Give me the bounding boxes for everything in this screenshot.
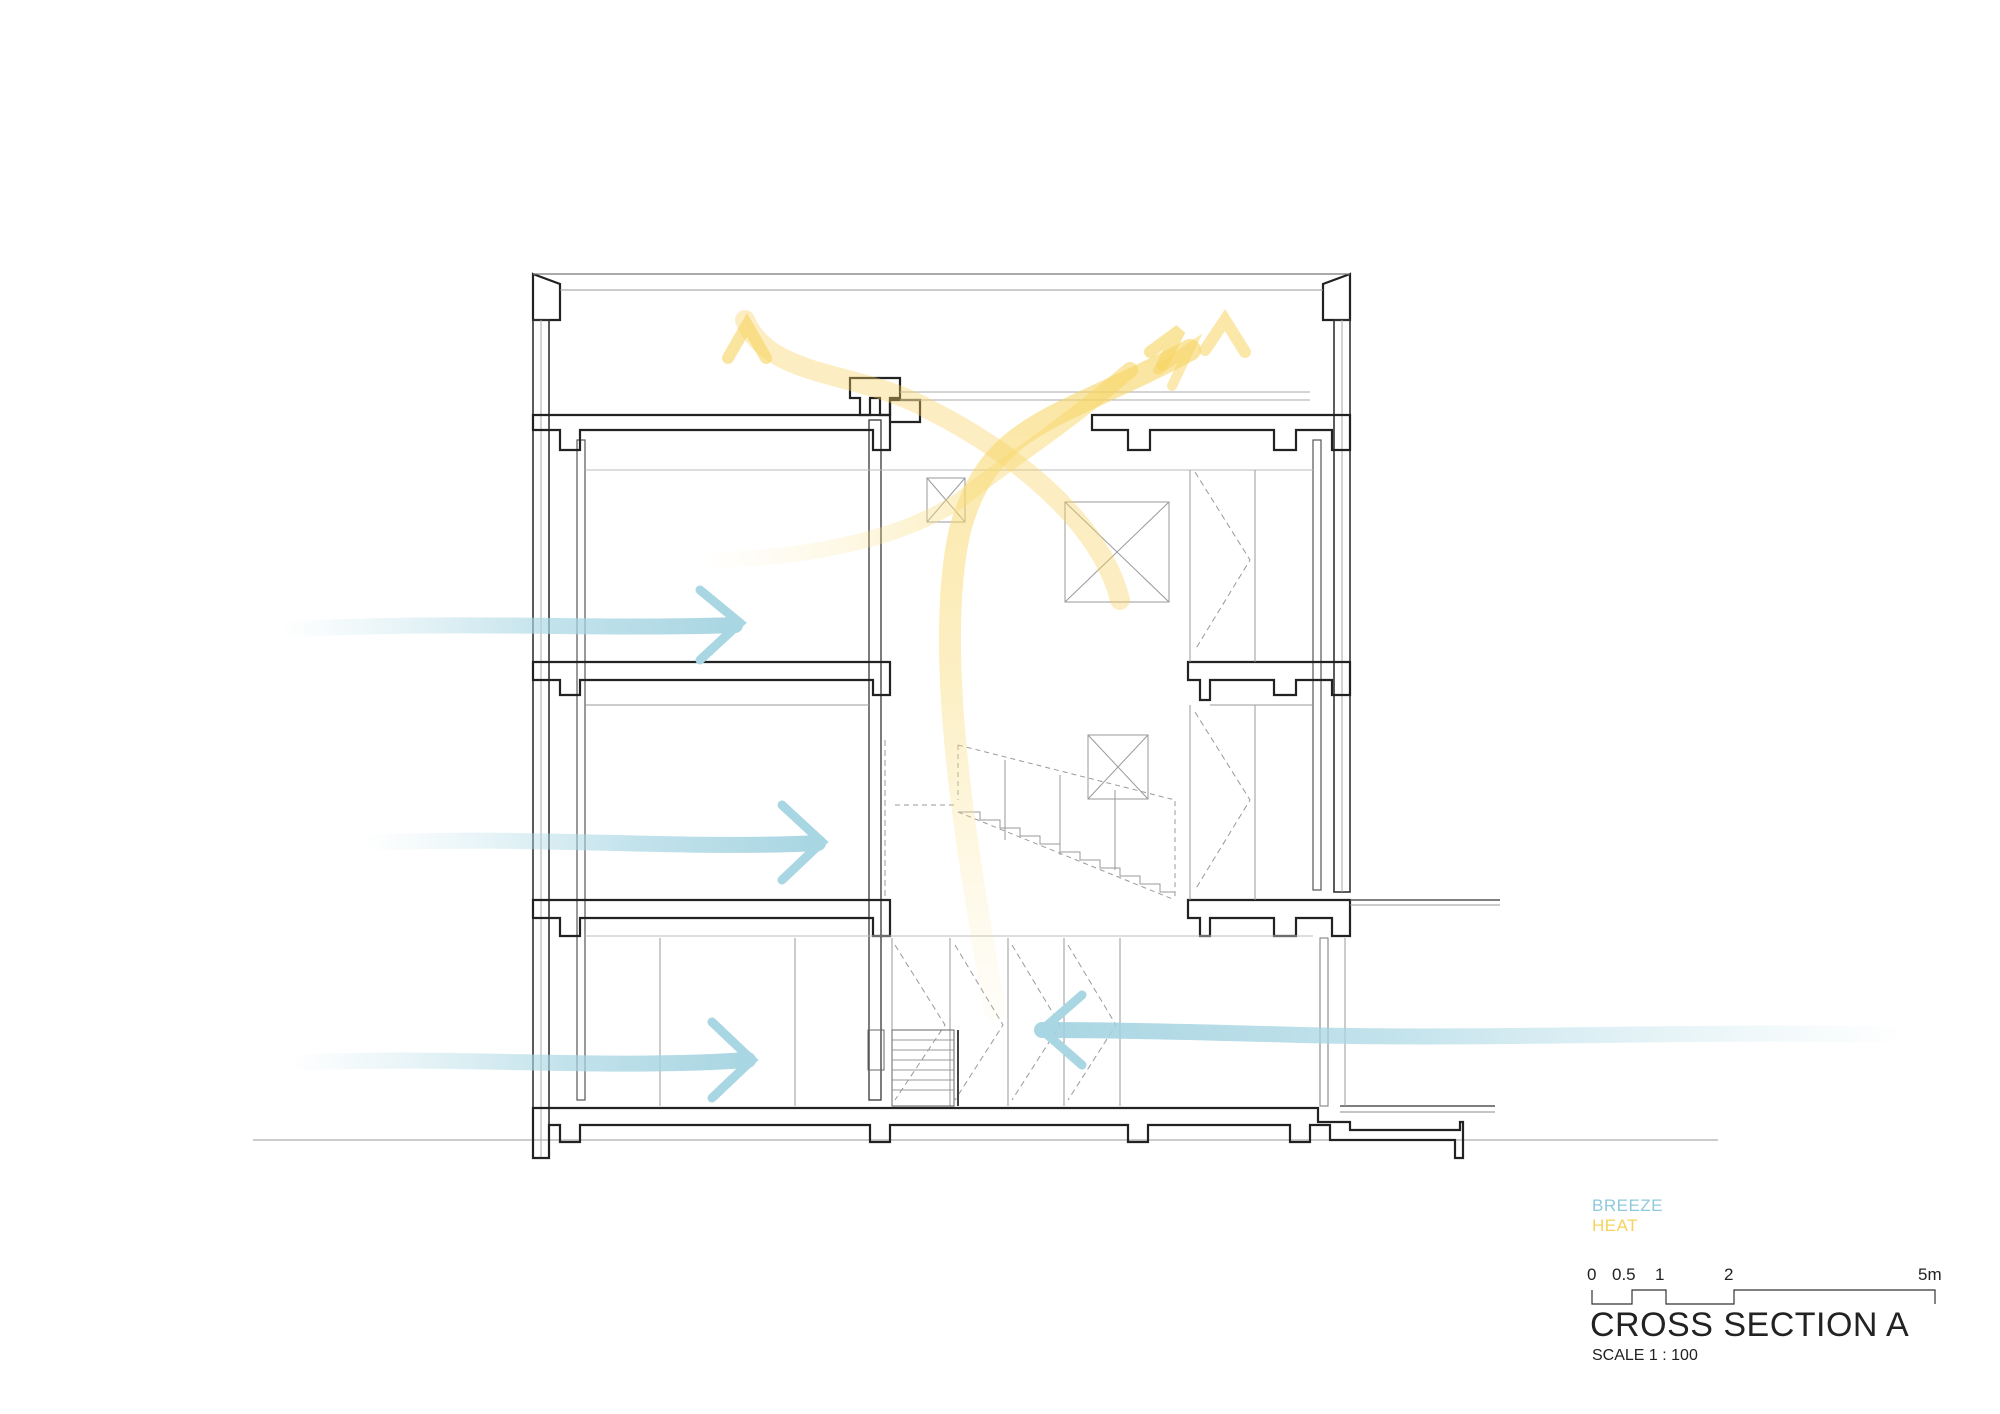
scale-tick-0-5: 0.5 [1612, 1265, 1636, 1284]
scale-tick-2: 2 [1724, 1265, 1734, 1284]
scale-bar [1591, 1289, 1936, 1305]
interior-details [659, 470, 1346, 1107]
legend-breeze: BREEZE [1592, 1196, 1664, 1215]
scale-tick-5m: 5m [1918, 1265, 1942, 1284]
scale-tick-1: 1 [1655, 1265, 1665, 1284]
building-structure [531, 272, 1500, 1160]
legend-heat: HEAT [1592, 1216, 1639, 1235]
heat-flow-arrows [692, 308, 1251, 1021]
breeze-flow-arrows [272, 585, 1913, 1103]
drawing-scale: SCALE 1 : 100 [1592, 1347, 1698, 1364]
drawing-title: CROSS SECTION A [1590, 1306, 1910, 1344]
scale-tick-0: 0 [1587, 1265, 1597, 1284]
